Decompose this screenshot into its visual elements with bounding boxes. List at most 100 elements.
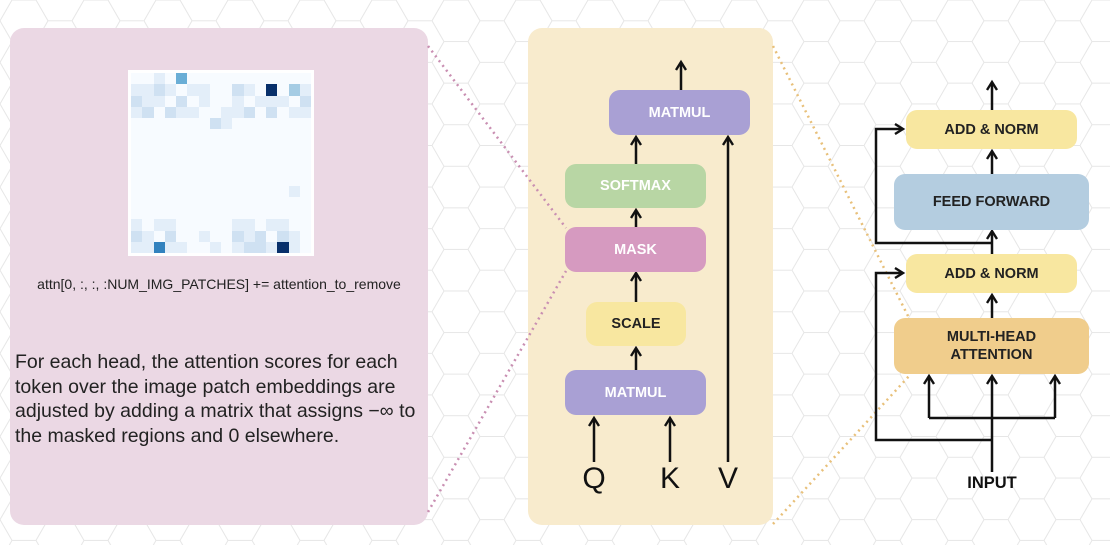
heatmap-cell xyxy=(288,219,300,231)
heatmap-cell xyxy=(131,84,143,96)
heatmap-cell xyxy=(243,208,255,220)
heatmap-cell xyxy=(198,163,210,175)
heatmap-cell xyxy=(232,106,244,118)
heatmap-cell xyxy=(187,196,199,208)
heatmap-cell xyxy=(187,185,199,197)
heatmap-cell xyxy=(266,95,278,107)
heatmap-cell xyxy=(232,208,244,220)
heatmap-cell xyxy=(131,95,143,107)
heatmap-cell xyxy=(266,106,278,118)
heatmap-cell xyxy=(142,185,154,197)
heatmap-cell xyxy=(266,118,278,130)
heatmap-cell xyxy=(131,185,143,197)
heatmap-cell xyxy=(209,95,221,107)
heatmap-cell xyxy=(142,219,154,231)
heatmap-cell xyxy=(176,151,188,163)
heatmap-cell xyxy=(254,185,266,197)
heatmap-cell xyxy=(164,208,176,220)
heatmap-cell xyxy=(209,73,221,85)
heatmap-cell xyxy=(221,73,233,85)
heatmap-cell xyxy=(243,95,255,107)
heatmap-cell xyxy=(209,185,221,197)
heatmap-cell xyxy=(299,84,311,96)
heatmap-cell xyxy=(221,151,233,163)
heatmap-cell xyxy=(164,174,176,186)
heatmap-cell xyxy=(221,163,233,175)
heatmap-cell xyxy=(131,118,143,130)
heatmap-cell xyxy=(299,174,311,186)
heatmap-cell xyxy=(288,208,300,220)
heatmap-cell xyxy=(198,129,210,141)
heatmap-cell xyxy=(164,73,176,85)
heatmap-cell xyxy=(187,140,199,152)
heatmap-cell xyxy=(187,174,199,186)
heatmap-cell xyxy=(153,196,165,208)
heatmap-cell xyxy=(176,95,188,107)
heatmap-cell xyxy=(243,163,255,175)
heatmap-cell xyxy=(176,185,188,197)
heatmap-cell xyxy=(176,196,188,208)
heatmap-cell xyxy=(164,106,176,118)
heatmap-cell xyxy=(176,84,188,96)
heatmap-cell xyxy=(288,73,300,85)
heatmap-cell xyxy=(288,84,300,96)
heatmap-cell xyxy=(299,185,311,197)
heatmap-cell xyxy=(288,140,300,152)
heatmap-cell xyxy=(142,118,154,130)
heatmap-cell xyxy=(142,129,154,141)
heatmap-cell xyxy=(187,129,199,141)
heatmap-cell xyxy=(153,106,165,118)
heatmap-cell xyxy=(131,241,143,253)
heatmap-cell xyxy=(153,129,165,141)
scale-box: SCALE xyxy=(586,302,686,346)
heatmap-cell xyxy=(232,118,244,130)
heatmap-cell xyxy=(142,140,154,152)
heatmap-cell xyxy=(232,84,244,96)
multi-head-attention-box: MULTI-HEAD ATTENTION xyxy=(894,318,1089,374)
heatmap-cell xyxy=(142,196,154,208)
heatmap-cell xyxy=(131,151,143,163)
heatmap-cell xyxy=(254,230,266,242)
heatmap-cell xyxy=(288,241,300,253)
heatmap-cell xyxy=(266,208,278,220)
heatmap-cell xyxy=(209,174,221,186)
heatmap-cell xyxy=(232,230,244,242)
heatmap-cell xyxy=(299,241,311,253)
heatmap-cell xyxy=(288,230,300,242)
heatmap-cell xyxy=(299,95,311,107)
heatmap-cell xyxy=(209,208,221,220)
heatmap-cell xyxy=(232,185,244,197)
heatmap-cell xyxy=(164,219,176,231)
heatmap-cell xyxy=(254,208,266,220)
heatmap-cell xyxy=(153,185,165,197)
heatmap-cell xyxy=(254,196,266,208)
heatmap-cell xyxy=(277,219,289,231)
heatmap-cell xyxy=(153,84,165,96)
heatmap-cell xyxy=(187,151,199,163)
heatmap-cell xyxy=(243,118,255,130)
heatmap-cell xyxy=(243,129,255,141)
heatmap-cell xyxy=(299,106,311,118)
heatmap-cell xyxy=(277,118,289,130)
heatmap-cell xyxy=(221,219,233,231)
heatmap-cell xyxy=(198,241,210,253)
heatmap-cell xyxy=(164,196,176,208)
heatmap-cell xyxy=(254,118,266,130)
attention-heatmap xyxy=(128,70,314,256)
heatmap-cell xyxy=(209,151,221,163)
heatmap-cell xyxy=(277,95,289,107)
heatmap-cell xyxy=(277,174,289,186)
heatmap-cell xyxy=(187,219,199,231)
heatmap-cell xyxy=(254,129,266,141)
heatmap-cell xyxy=(299,73,311,85)
heatmap-cell xyxy=(254,219,266,231)
heatmap-cell xyxy=(187,73,199,85)
heatmap-cell xyxy=(277,151,289,163)
heatmap-cell xyxy=(232,129,244,141)
heatmap-cell xyxy=(232,163,244,175)
heatmap-cell xyxy=(221,208,233,220)
v-label: V xyxy=(717,462,739,495)
heatmap-cell xyxy=(131,106,143,118)
heatmap-cell xyxy=(164,95,176,107)
heatmap-cell xyxy=(164,163,176,175)
